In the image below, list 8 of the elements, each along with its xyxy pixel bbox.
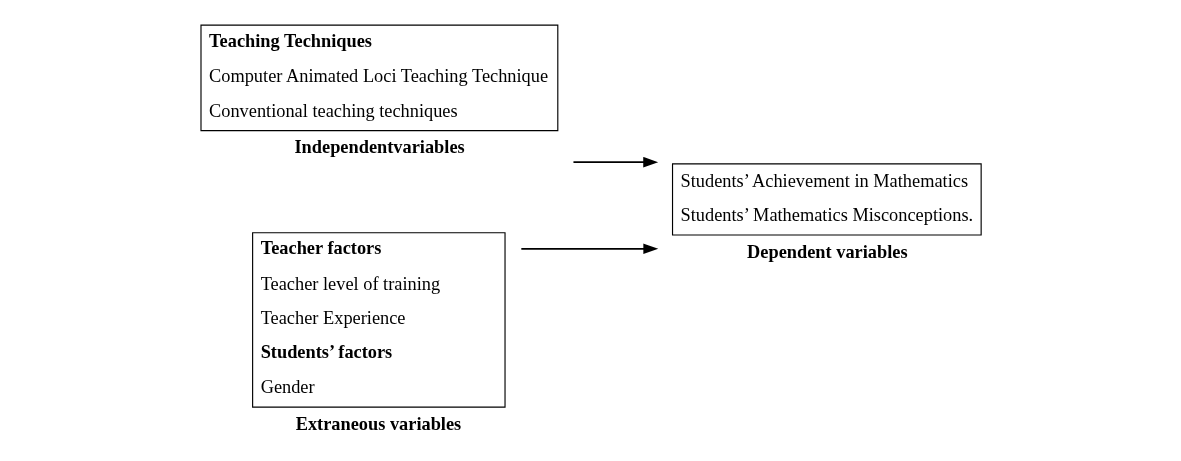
- node-box: Students’ Achievement in Mathematics Students’ Mathematics Misconceptions.: [671, 162, 982, 236]
- node-box: Teaching Techniques Computer Animated Loci Teaching Technique Conventional teaching techniques: [200, 24, 559, 131]
- arrow: [520, 243, 659, 254]
- node-box: Teacher factors Teacher level of training Teacher Experience Students’ factors Gender: [252, 231, 506, 408]
- arrow: [572, 156, 659, 167]
- node-label: Extraneous variables: [295, 413, 462, 434]
- node-label: Dependent variables: [747, 241, 908, 262]
- node-label: Independentvariables: [294, 136, 465, 157]
